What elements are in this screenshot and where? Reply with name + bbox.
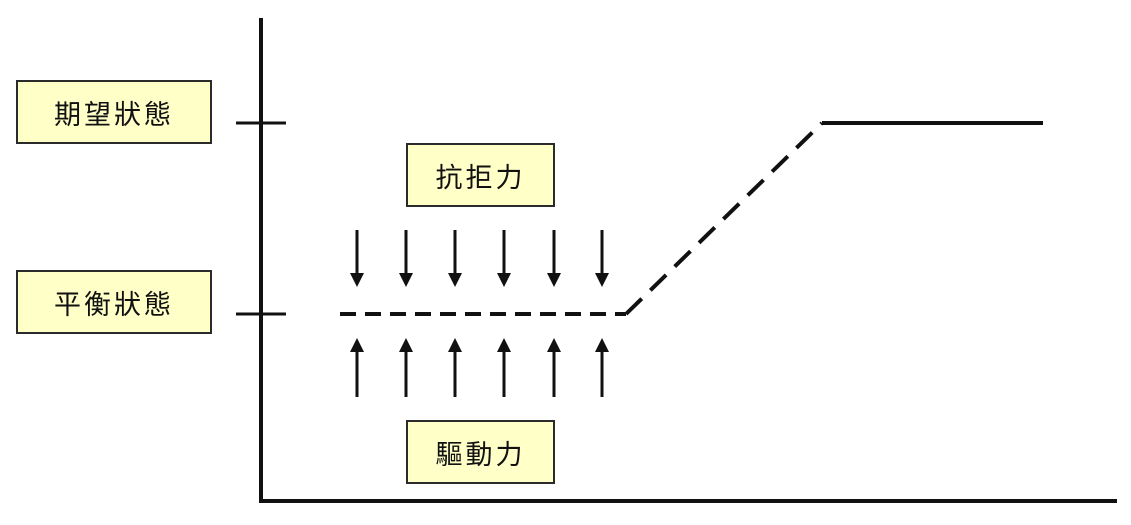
up-arrow — [595, 338, 609, 397]
up-arrow — [497, 338, 511, 397]
down-arrow — [595, 230, 609, 287]
driving-force-arrows — [350, 338, 609, 397]
desired-state-label: 期望狀態 — [16, 80, 212, 144]
transition-dashed-line — [624, 121, 824, 316]
down-arrow — [350, 230, 364, 287]
driving-force-label: 驅動力 — [406, 420, 555, 484]
down-arrow — [448, 230, 462, 287]
up-arrow — [547, 338, 561, 397]
up-arrow — [399, 338, 413, 397]
up-arrow — [350, 338, 364, 397]
restraining-force-arrows — [350, 230, 609, 287]
equilibrium-state-label: 平衡狀態 — [16, 270, 212, 334]
down-arrow — [547, 230, 561, 287]
up-arrow — [448, 338, 462, 397]
restraining-force-label: 抗拒力 — [406, 143, 555, 207]
down-arrow — [497, 230, 511, 287]
down-arrow — [399, 230, 413, 287]
